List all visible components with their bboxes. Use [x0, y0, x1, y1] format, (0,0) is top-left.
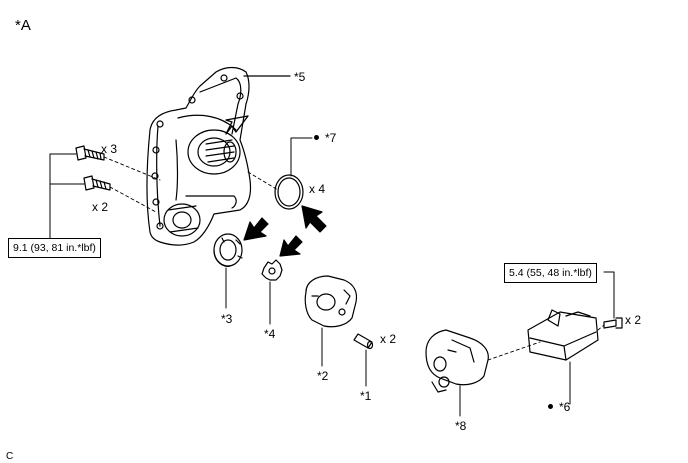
callout-3: *3: [221, 312, 233, 326]
hollow-pointer-arrow: [225, 115, 249, 135]
callout-6: *6: [548, 401, 570, 414]
callout-7: *7: [314, 132, 336, 145]
view-label: *A: [15, 17, 31, 34]
qty-bolt-upper: x 3: [101, 142, 118, 156]
callout-1: *1: [360, 389, 372, 403]
corner-code: C: [6, 451, 14, 462]
qty-screw: x 2: [625, 313, 642, 327]
qty-o-ring: x 4: [309, 182, 326, 196]
bullet-icon: [314, 135, 319, 141]
callout-4: *4: [264, 327, 276, 341]
pump-housing: [146, 66, 252, 246]
solid-arrow-inner-rotor: [279, 235, 303, 257]
o-ring: [274, 174, 304, 210]
callout-5: *5: [294, 70, 306, 84]
dowel-pin: [353, 333, 374, 350]
solid-arrow-outer-rotor: [243, 217, 269, 241]
callout-7-text: *7: [325, 131, 337, 145]
bolt-lower: [83, 175, 111, 191]
torque-spec-left: 9.1 (93, 81 in.*lbf): [8, 238, 101, 258]
qty-pin: x 2: [380, 332, 397, 346]
screw: [603, 317, 623, 329]
qty-bolt-lower: x 2: [92, 200, 109, 214]
callout-6-text: *6: [559, 400, 571, 414]
solenoid-valve: [527, 309, 599, 361]
inner-rotor-gear: [261, 259, 283, 281]
callout-8: *8: [455, 419, 467, 433]
bolt-upper: [75, 145, 105, 161]
torque-spec-right: 5.4 (55, 48 in.*lbf): [504, 263, 597, 283]
bullet-icon: [548, 404, 553, 410]
solid-arrow-o-ring: [301, 205, 327, 233]
outer-rotor: [213, 233, 243, 267]
valve-body: [425, 329, 489, 393]
pump-cover: [304, 275, 358, 328]
callout-2: *2: [317, 369, 329, 383]
